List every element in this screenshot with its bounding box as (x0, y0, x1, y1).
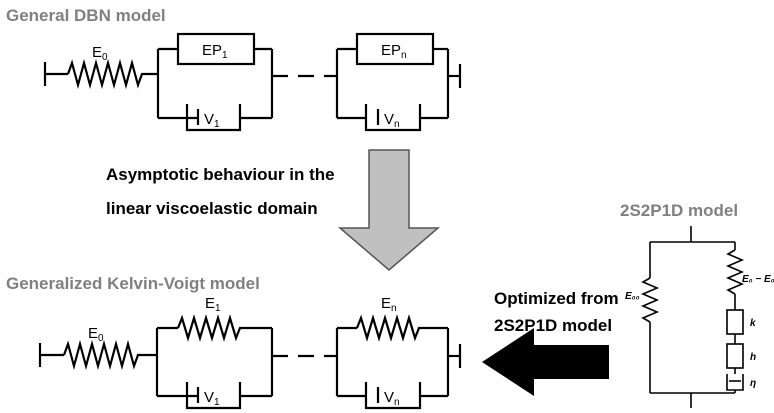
dbn-vn-label: Vn (384, 111, 400, 130)
s2p1d-eta-dashpot (726, 374, 744, 391)
s2p1d-eta-label: η (750, 378, 756, 389)
gkv-model (38, 314, 462, 410)
gkv-en-label: En (381, 295, 397, 314)
s2p1d-model (640, 226, 745, 408)
dbn-epn-label: EPn (381, 42, 407, 61)
dbn-spring-e0 (66, 58, 158, 90)
gkv-vn-label: Vn (384, 389, 400, 408)
dbn-e0-label: E0 (92, 44, 108, 63)
s2p1d-k-label: k (750, 318, 756, 329)
gkv-v1-label: V1 (204, 389, 220, 408)
gkv-spring-e1 (176, 314, 272, 342)
s2p1d-h-label: h (750, 352, 756, 363)
optimized-text-line2: 2S2P1D model (494, 316, 612, 335)
optimized-text-line1: Optimized from (494, 289, 619, 308)
dbn-v1-label: V1 (204, 111, 220, 130)
gkv-title: Generalized Kelvin-Voigt model (6, 274, 260, 293)
s2p1d-spring-right (725, 249, 745, 295)
gkv-e0-label: E0 (88, 325, 104, 344)
dbn-model (43, 32, 462, 132)
down-arrow (337, 149, 441, 271)
left-arrow (482, 328, 609, 396)
asymptotic-text-line1: Asymptotic behaviour in the (106, 165, 335, 184)
gkv-spring-e0 (62, 339, 157, 371)
asymptotic-text-line2: linear viscoelastic domain (106, 199, 318, 218)
dbn-ep1-label: EP1 (202, 42, 228, 61)
gkv-e1-label: E1 (205, 295, 221, 314)
s2p1d-spring-left (640, 277, 660, 323)
s2p1d-h-element (726, 343, 744, 369)
s2p1d-title: 2S2P1D model (620, 201, 738, 220)
s2p1d-left-spring-label: E₀₀ (625, 291, 640, 302)
s2p1d-k-element (726, 309, 744, 335)
gkv-spring-en (355, 314, 448, 342)
s2p1d-right-spring-label: E₀ − E₀₀ (742, 274, 774, 285)
dbn-title: General DBN model (6, 6, 166, 25)
